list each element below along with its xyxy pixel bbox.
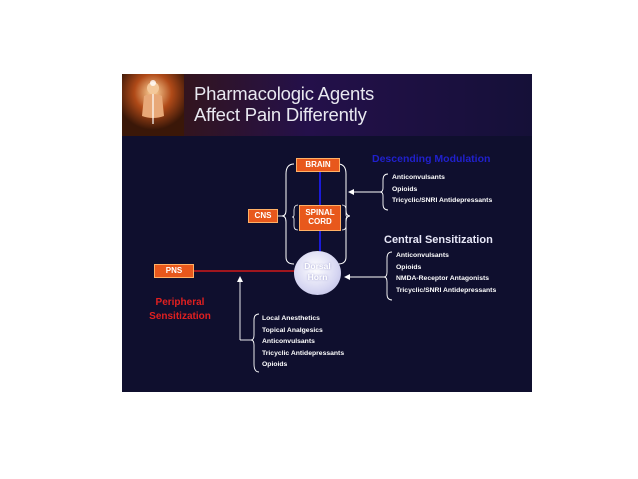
slide-title-line-1: Pharmacologic Agents [194,83,375,104]
list-item: Opioids [396,263,422,271]
descending-modulation-heading: Descending Modulation [372,153,491,165]
central-sensitization-heading: Central Sensitization [384,234,493,246]
list-item: Tricyclic/SNRI Antidepressants [396,286,497,294]
list-item: Opioids [392,185,418,193]
peripheral-list-brace [250,313,260,373]
spinal-cord-box: SPINAL CORD [299,205,341,231]
dorsal-horn-node: Dorsal Horn [294,251,341,295]
peripheral-sensitization-heading: Peripheral Sensitization [149,297,211,322]
cord-brace [337,163,351,265]
list-item: Topical Analgesics [262,326,323,334]
list-item: Anticonvulsants [392,174,445,181]
list-item: Anticonvulsants [262,338,315,346]
cns-box: CNS [248,209,278,223]
human-figure-icon [122,74,184,136]
slide-title-line-2: Affect Pain Differently [194,104,367,125]
list-item: Opioids [262,361,288,369]
cns-brace [281,163,295,265]
pns-box: PNS [154,264,194,278]
descending-list-brace [379,173,389,211]
central-list: Anticonvulsants Opioids NMDA-Receptor An… [396,250,496,296]
central-list-brace [383,251,393,301]
list-item: Tricyclic Antidepressants [262,349,345,357]
descending-list: Anticonvulsants Opioids Tricyclic/SNRI A… [392,172,492,207]
list-item: Local Anesthetics [262,315,320,322]
list-item: Tricyclic/SNRI Antidepressants [392,197,493,205]
connector-lines [194,163,393,373]
spinal-brace-right [341,204,349,231]
slide: Pharmacologic Agents Affect Pain Differe… [122,74,532,392]
spinal-brace-left [291,204,299,231]
list-item: NMDA-Receptor Antagonists [396,275,490,283]
list-item: Anticonvulsants [396,252,449,259]
title-band: Pharmacologic Agents Affect Pain Differe… [122,74,532,136]
brain-box: BRAIN [296,158,340,172]
peripheral-list: Local Anesthetics Topical Analgesics Ant… [262,313,344,371]
